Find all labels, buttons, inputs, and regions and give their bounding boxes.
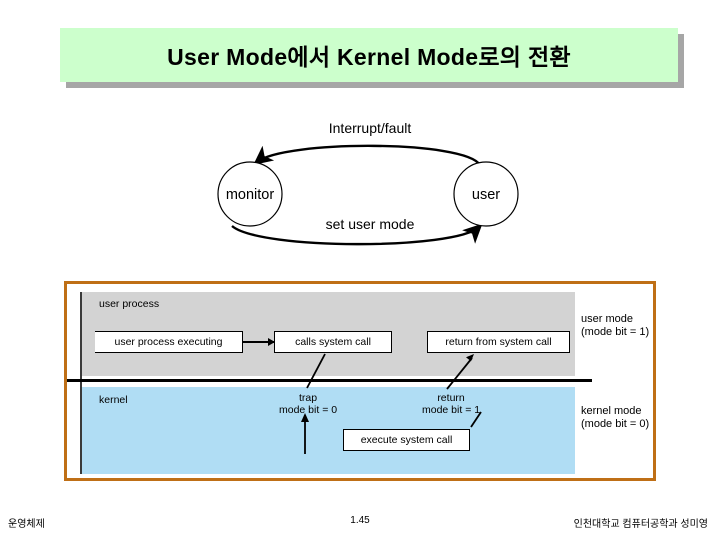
- footer-page-number: 1.45: [350, 515, 370, 526]
- kernel-mode-band: [82, 387, 575, 474]
- transition-label-set-user-mode: set user mode: [326, 216, 415, 232]
- return-annotation-line2: mode bit = 1: [422, 404, 481, 416]
- state-node-monitor-label: monitor: [226, 187, 275, 203]
- trap-annotation-line1: trap: [298, 392, 318, 404]
- arc-interrupt-fault: [253, 144, 482, 166]
- user-process-caption: user process: [99, 298, 160, 310]
- arc-set-user-mode: [231, 223, 483, 246]
- dual-mode-operation-figure: user process kernel user mode (mode bit …: [64, 281, 656, 481]
- title-banner: User Mode에서 Kernel Mode로의 전환: [60, 28, 678, 82]
- transition-label-interrupt-fault: Interrupt/fault: [329, 120, 412, 136]
- box-return-from-system-call: return from system call: [427, 331, 570, 353]
- kernel-mode-side-label-line1: kernel mode: [581, 405, 642, 417]
- user-mode-side-label: user mode (mode bit = 1): [581, 313, 649, 339]
- footer-course-name: 운영체제: [8, 519, 45, 530]
- user-mode-side-label-line1: user mode: [581, 313, 633, 325]
- kernel-mode-side-label: kernel mode (mode bit = 0): [581, 405, 649, 431]
- arrow-executing-to-calls: [243, 338, 275, 346]
- page-title: User Mode에서 Kernel Mode로의 전환: [167, 44, 571, 70]
- kernel-caption: kernel: [99, 394, 128, 406]
- box-calls-system-call: calls system call: [274, 331, 392, 353]
- state-node-user-label: user: [472, 187, 500, 203]
- state-node-monitor: [217, 161, 283, 227]
- return-annotation: return mode bit = 1: [422, 392, 480, 416]
- kernel-mode-side-label-line2: (mode bit = 0): [581, 418, 650, 430]
- mode-transition-svg: monitor user Interrupt/fault set user mo…: [217, 120, 519, 246]
- trap-annotation-line2: mode bit = 0: [279, 404, 338, 416]
- slide-footer: 운영체제 1.45 인천대학교 컴퓨터공학과 성미영: [0, 512, 720, 534]
- box-execute-system-call: execute system call: [343, 429, 470, 451]
- mode-divider-line: [67, 379, 592, 382]
- state-node-user: [453, 161, 519, 227]
- box-user-process-executing: user process executing: [95, 331, 243, 353]
- figure-axis-line: [80, 292, 82, 474]
- mode-transition-diagram: monitor user Interrupt/fault set user mo…: [180, 110, 560, 265]
- trap-annotation: trap mode bit = 0: [279, 392, 337, 416]
- user-mode-side-label-line2: (mode bit = 1): [581, 326, 650, 338]
- return-annotation-line1: return: [437, 392, 465, 404]
- footer-affiliation: 인천대학교 컴퓨터공학과 성미영: [573, 519, 708, 530]
